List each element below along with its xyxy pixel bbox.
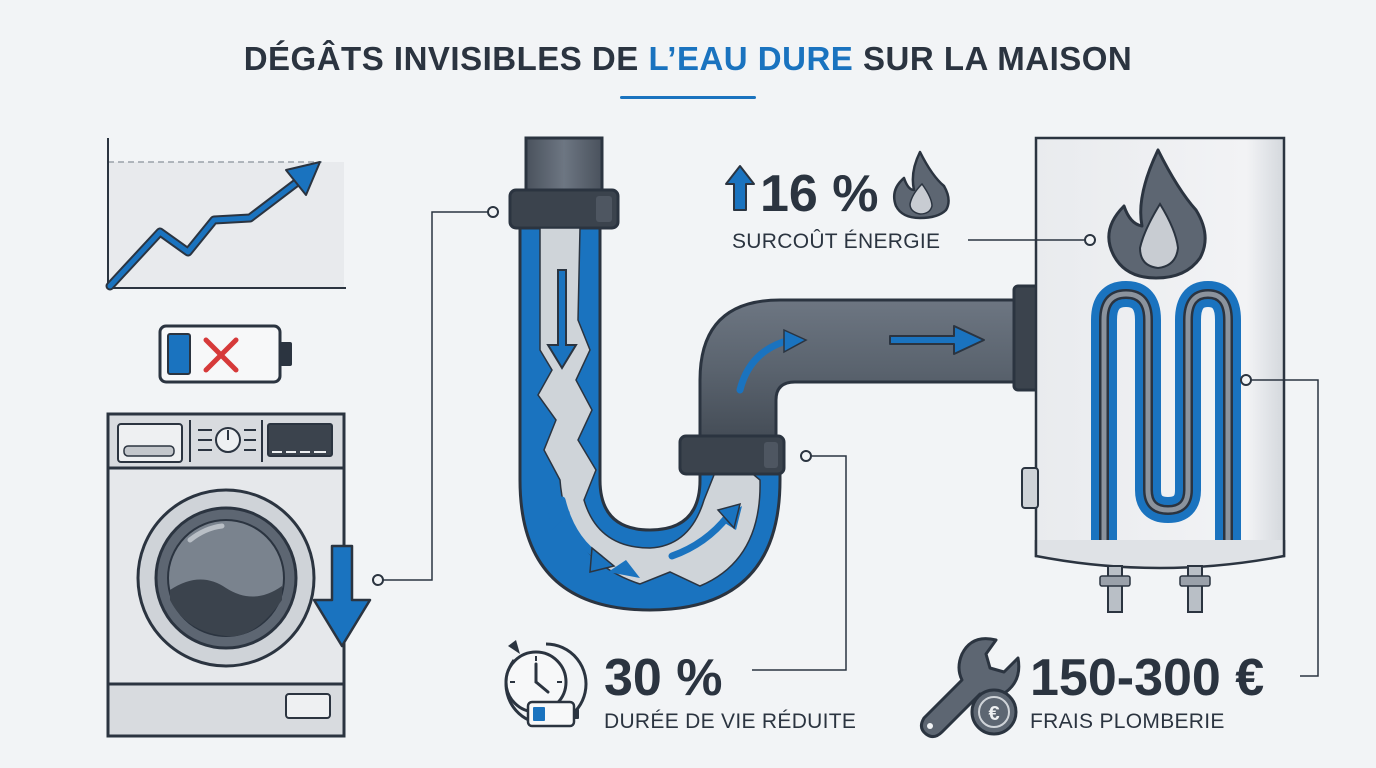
title-underline (620, 96, 756, 99)
energy-cost-label: SURCOÛT ÉNERGIE (732, 230, 941, 253)
up-arrow-icon (725, 165, 755, 211)
plumbing-cost-label: FRAIS PLOMBERIE (1030, 710, 1225, 733)
flame-icon-small (893, 150, 950, 220)
energy-cost-value: 16 % (760, 165, 879, 223)
title-part-1: DÉGÂTS INVISIBLES DE (243, 40, 649, 77)
efficiency-down-arrow-icon (312, 544, 372, 648)
title-part-2: SUR LA MAISON (853, 40, 1133, 77)
flame-icon-large (1107, 148, 1207, 280)
lifespan-value: 30 % (604, 649, 723, 707)
flow-arrows (546, 269, 985, 573)
washing-machine-icon (106, 412, 346, 738)
connector-line-energy (968, 234, 1096, 246)
low-battery-icon (158, 324, 292, 384)
wrench-icon (919, 637, 1021, 739)
lifespan-label: DURÉE DE VIE RÉDUITE (604, 710, 857, 733)
title-accent: L’EAU DURE (648, 40, 854, 77)
connector-line-plumbing (1240, 374, 1319, 677)
page-title: DÉGÂTS INVISIBLES DE L’EAU DURE SUR LA M… (0, 40, 1376, 78)
connector-line-lifespan (752, 450, 847, 671)
battery-low-small-icon (526, 700, 579, 728)
plumbing-cost-value: 150-300 € (1030, 649, 1265, 707)
connector-line-washer (372, 206, 499, 586)
rising-cost-chart-icon (105, 138, 346, 291)
heating-element-icon (1091, 281, 1241, 540)
euro-coin-icon: € (970, 688, 1018, 736)
euro-symbol: € (988, 703, 999, 725)
error-x-icon (203, 337, 239, 373)
